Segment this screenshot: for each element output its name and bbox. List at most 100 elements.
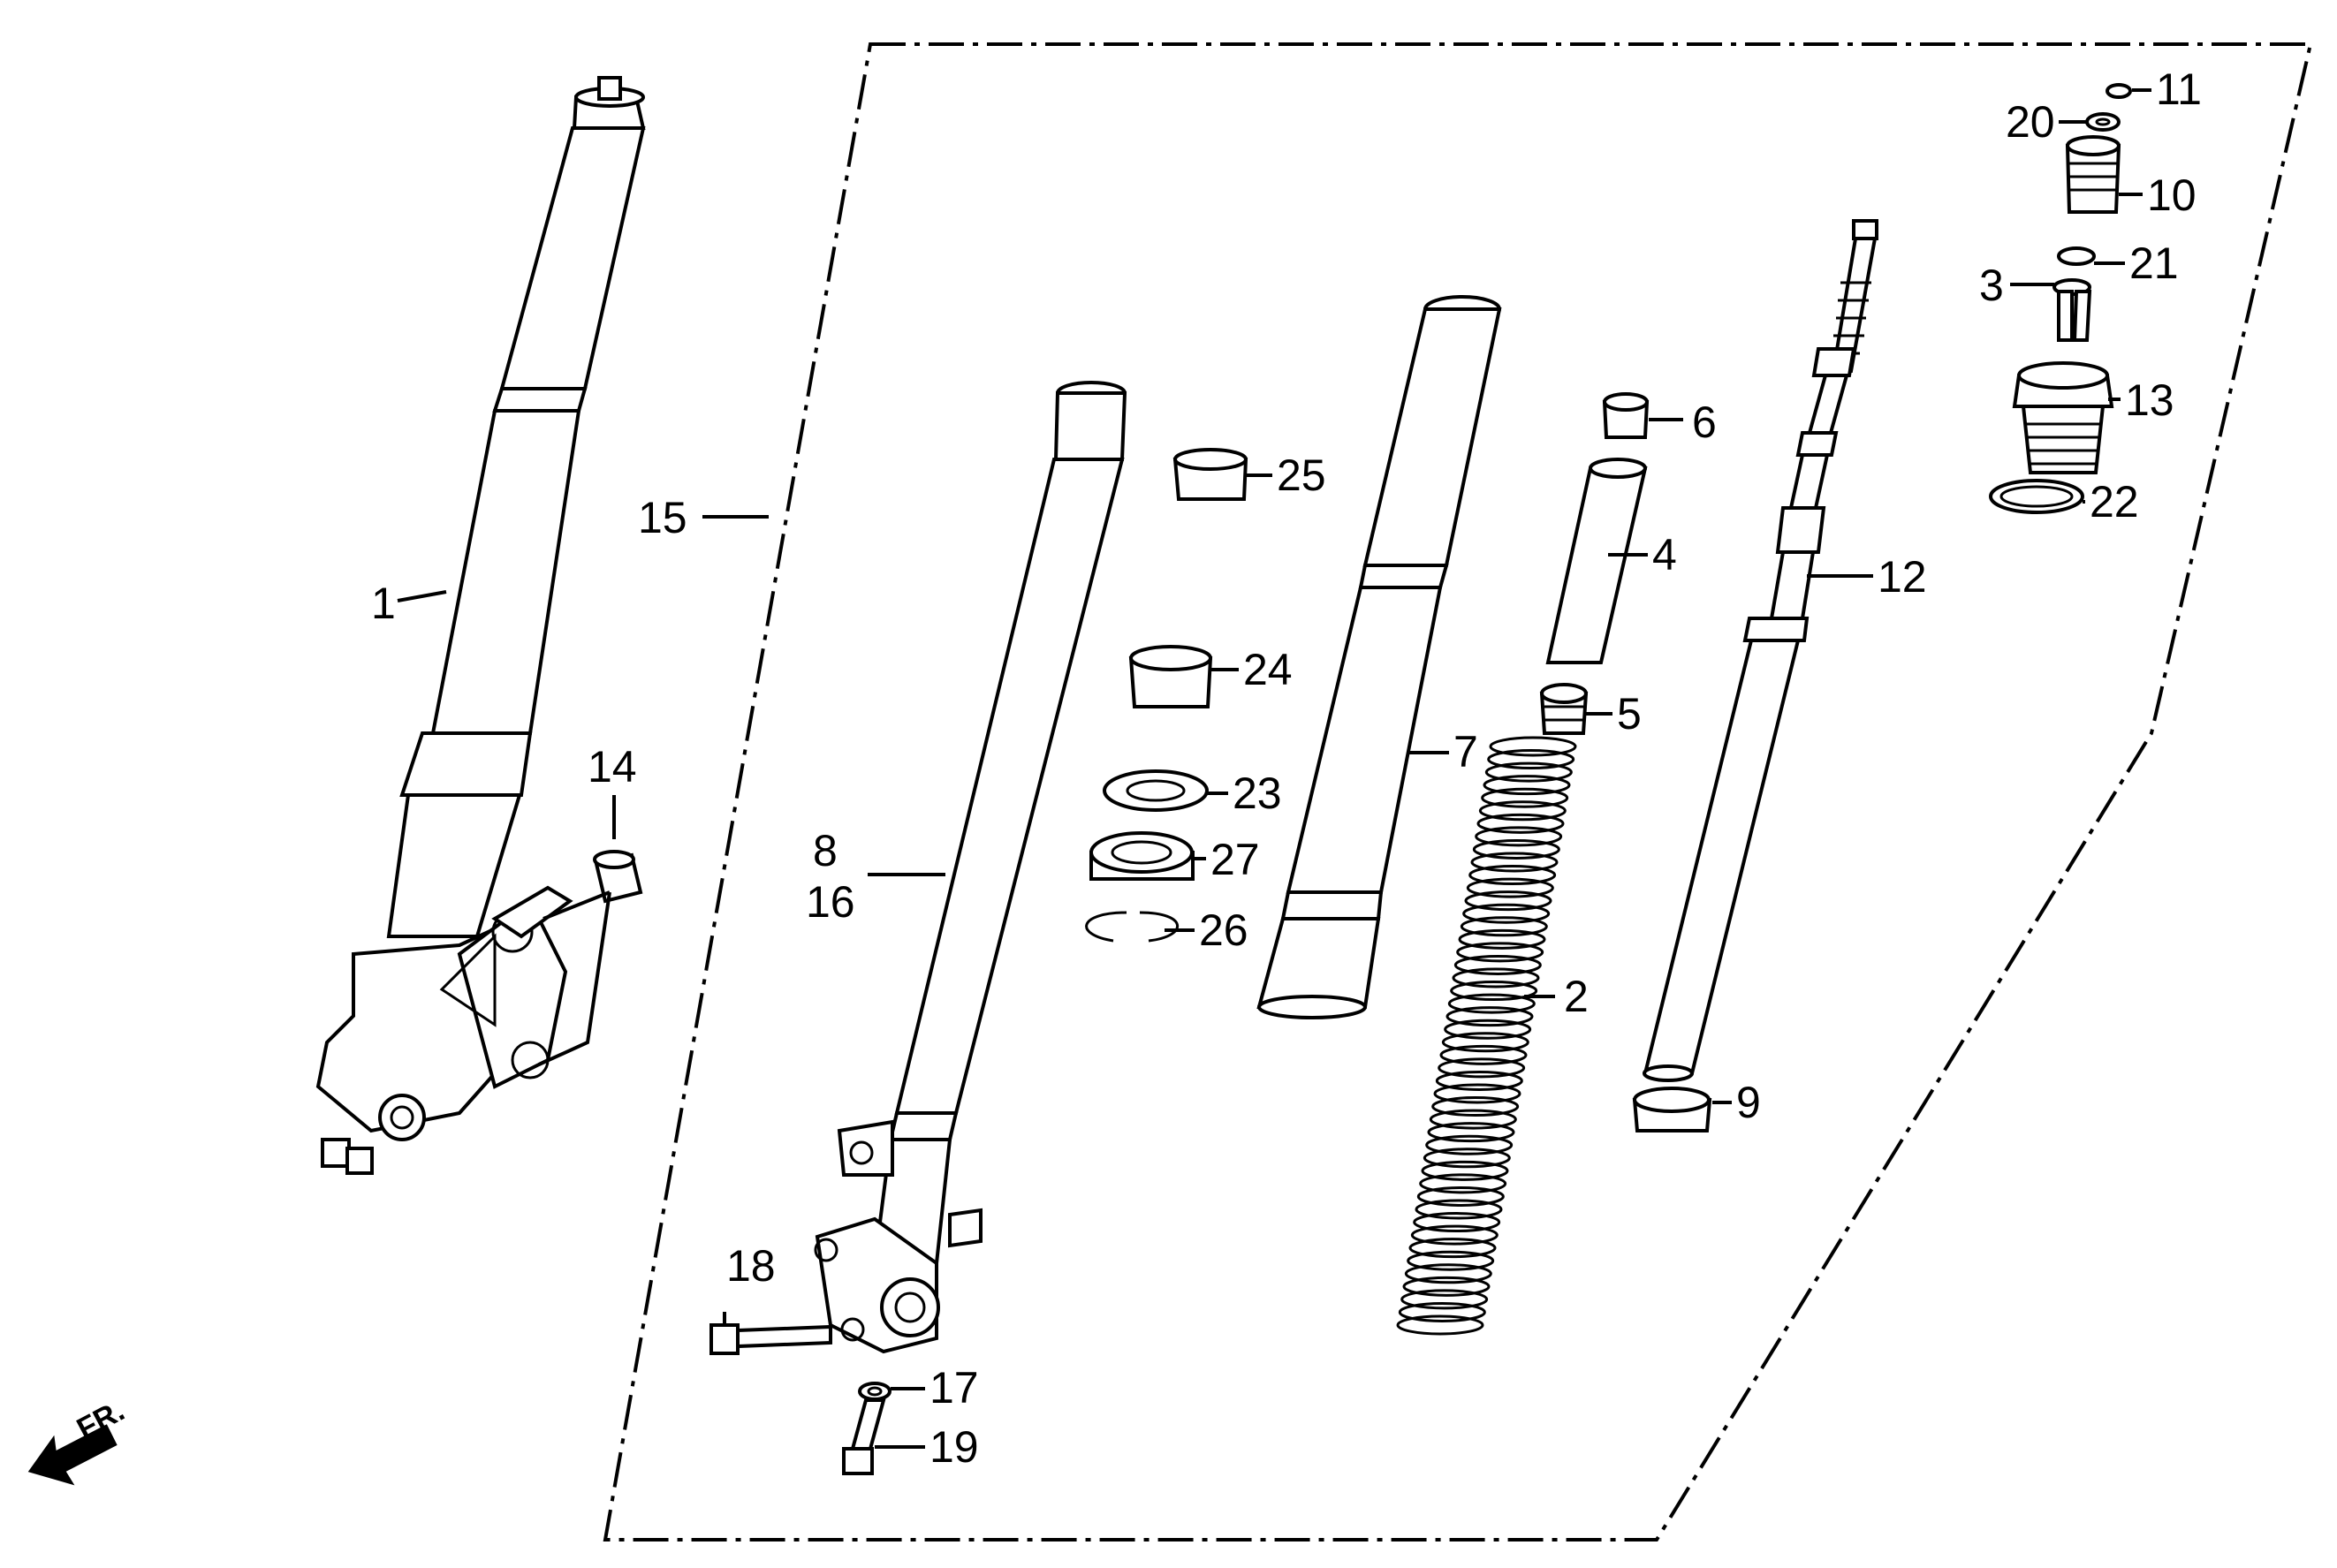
spring-coil [1484, 761, 1573, 783]
part-label-24: 24 [1243, 645, 1293, 694]
o-ring-part-22 [1989, 479, 2084, 514]
clip-part-26 [1085, 911, 1179, 943]
spring-coil [1427, 1122, 1515, 1143]
fork-cap-part-13 [2012, 361, 2114, 474]
spring-coil [1413, 1212, 1501, 1233]
fork-spring-part-2 [1396, 736, 1577, 1336]
spring-coil [1483, 775, 1571, 796]
part-label-14: 14 [588, 742, 637, 792]
part-label-26: 26 [1199, 905, 1248, 955]
oil-seal-part-27 [1089, 831, 1195, 881]
spring-seat-part-5 [1539, 683, 1589, 735]
spring-coil [1400, 1289, 1489, 1310]
bushing-part-24 [1128, 645, 1213, 708]
spring-coil [1476, 813, 1565, 834]
leader-line-1 [397, 590, 447, 602]
spring-coil [1445, 1006, 1534, 1027]
spring-coil [1468, 865, 1557, 886]
spring-coil [1404, 1263, 1492, 1284]
part-label-17: 17 [929, 1363, 979, 1413]
spring-coil [1441, 1032, 1529, 1053]
spring-coil [1425, 1134, 1514, 1155]
part-label-6: 6 [1692, 398, 1717, 447]
spring-coil [1410, 1224, 1499, 1246]
spring-coil [1433, 1083, 1521, 1104]
spring-coil [1481, 787, 1569, 808]
spring-coil [1460, 916, 1548, 937]
part-label-5: 5 [1617, 689, 1642, 739]
piston-ring-part-9 [1632, 1087, 1712, 1132]
fork-assembly-part-1 [315, 76, 646, 1175]
spring-coil [1429, 1109, 1517, 1130]
spring-coil [1452, 967, 1540, 989]
part-label-8: 8 [813, 826, 838, 875]
spring-coil [1438, 1057, 1526, 1079]
part-label-27: 27 [1210, 835, 1260, 884]
spring-coil [1416, 1185, 1505, 1207]
o-ring-part-11 [2106, 83, 2132, 99]
spacer-part-4 [1545, 458, 1648, 664]
bolt-part-19 [842, 1398, 886, 1475]
part-label-15: 15 [638, 493, 687, 542]
spring-coil [1435, 1070, 1523, 1091]
part-label-16: 16 [806, 877, 855, 927]
spring-coil [1478, 800, 1567, 822]
spring-coil [1450, 981, 1538, 1002]
part-labels: 1234567891011121314151617181920212223242… [371, 64, 2202, 1472]
rod-part-3 [2052, 278, 2092, 342]
assembly-boundary [603, 42, 2313, 1541]
part-label-13: 13 [2125, 375, 2174, 425]
spring-coil [1415, 1199, 1503, 1220]
spring-coil [1458, 928, 1546, 950]
spring-coil [1423, 1148, 1511, 1169]
spring-coil [1421, 1160, 1509, 1181]
spring-coil [1462, 903, 1551, 924]
damper-rod-part-12 [1643, 219, 1878, 1082]
spring-coil [1398, 1301, 1486, 1322]
inner-tube-part-7 [1256, 295, 1502, 1019]
part-label-1: 1 [371, 579, 396, 628]
part-label-19: 19 [929, 1422, 979, 1472]
part-label-11: 11 [2156, 64, 2202, 114]
spring-coil [1402, 1276, 1491, 1297]
spring-coil [1475, 826, 1563, 847]
spring-coil [1431, 1096, 1520, 1117]
part-label-3: 3 [1979, 261, 2004, 310]
part-label-23: 23 [1233, 769, 1282, 818]
part-label-4: 4 [1652, 530, 1677, 579]
part-label-20: 20 [2006, 97, 2055, 147]
part-label-18: 18 [726, 1241, 776, 1291]
part-label-22: 22 [2090, 477, 2139, 526]
washer-part-23 [1103, 769, 1209, 812]
spring-coil [1444, 1019, 1532, 1040]
spring-coil [1464, 890, 1552, 912]
spring-coil [1453, 954, 1542, 975]
spring-coil [1407, 1250, 1495, 1271]
adjuster-part-10 [2065, 135, 2121, 214]
bushing-part-6 [1602, 392, 1650, 439]
spring-coil [1466, 877, 1554, 898]
nut-part-20 [2085, 112, 2121, 132]
spring-coil [1489, 736, 1577, 757]
bolt-part-18 [709, 1312, 832, 1355]
spring-coil [1396, 1314, 1484, 1336]
spring-coil [1472, 838, 1560, 860]
spring-coil [1439, 1044, 1528, 1065]
front-direction-arrow: FR. [27, 1394, 130, 1486]
spring-coil [1470, 852, 1559, 873]
washer-part-17 [858, 1382, 892, 1401]
part-label-25: 25 [1277, 451, 1326, 500]
part-label-21: 21 [2129, 239, 2179, 288]
washer-part-21 [2057, 246, 2096, 266]
spring-coil [1408, 1238, 1497, 1259]
spring-coil [1419, 1173, 1507, 1194]
part-label-2: 2 [1564, 972, 1589, 1021]
spring-coil [1487, 749, 1575, 770]
outer-tube-part-8 [814, 381, 1127, 1354]
part-label-9: 9 [1736, 1078, 1761, 1127]
spring-coil [1456, 942, 1544, 963]
leader-lines [397, 88, 2151, 1449]
part-label-12: 12 [1878, 552, 1927, 602]
part-label-10: 10 [2147, 170, 2197, 220]
